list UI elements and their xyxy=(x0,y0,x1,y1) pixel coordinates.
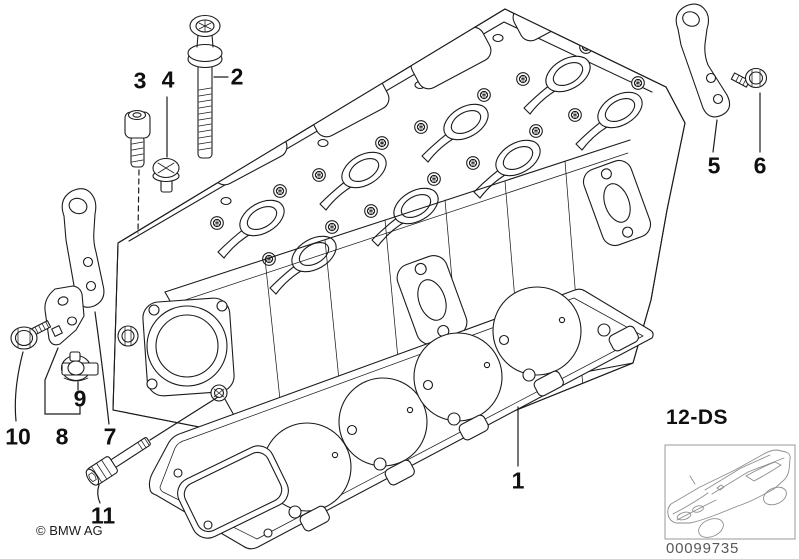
callout-8[interactable]: 8 xyxy=(55,423,69,450)
lifting-eye-right-drawing xyxy=(675,3,731,118)
clamp-drawing xyxy=(60,351,99,382)
head-gasket-drawing xyxy=(148,286,654,550)
car-icon xyxy=(667,449,791,538)
lifting-eye-left-drawing xyxy=(61,188,105,308)
leader-lines xyxy=(14,76,761,504)
callout-7[interactable]: 7 xyxy=(103,423,117,450)
hex-bolt-right-drawing xyxy=(730,67,768,89)
callout-5[interactable]: 5 xyxy=(707,152,721,179)
callout-3[interactable]: 3 xyxy=(133,67,147,94)
callout-10[interactable]: 10 xyxy=(5,423,31,450)
image-number-label: 00099735 xyxy=(666,540,740,557)
callout-2[interactable]: 2 xyxy=(230,63,244,90)
hex-flange-bolt-drawing xyxy=(10,320,52,350)
support-bracket-drawing xyxy=(44,285,85,346)
callout-1[interactable]: 1 xyxy=(511,467,525,494)
socket-head-bolt-drawing xyxy=(85,437,151,486)
section-code-label: 12-DS xyxy=(666,406,729,429)
copyright-label: © BMW AG xyxy=(36,523,103,538)
callout-9[interactable]: 9 xyxy=(73,385,87,412)
callout-4[interactable]: 4 xyxy=(161,66,175,93)
small-bolt-drawing xyxy=(124,109,151,168)
car-thumbnail[interactable] xyxy=(664,444,796,541)
head-bolt-drawing xyxy=(187,14,223,159)
callout-6[interactable]: 6 xyxy=(753,152,767,179)
callout-11[interactable]: 11 xyxy=(90,502,116,529)
cross-screw-drawing xyxy=(152,157,180,193)
